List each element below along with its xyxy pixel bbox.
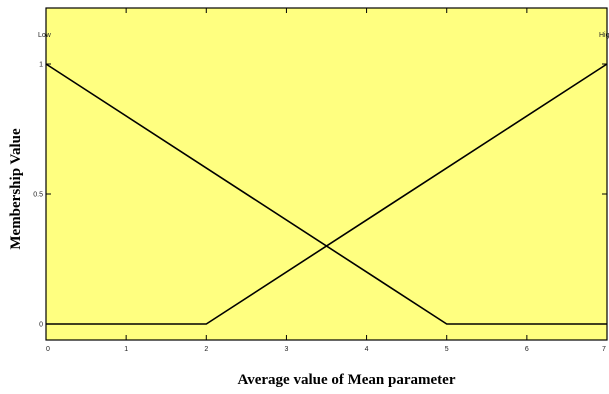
plot-area	[46, 8, 607, 340]
x-tick-label: 7	[602, 346, 606, 353]
x-tick-label: 2	[204, 346, 208, 353]
series-line-high	[46, 63, 608, 325]
y-tick-label: 0.5	[33, 192, 43, 199]
x-tick-label: 5	[445, 346, 449, 353]
x-tick-label: 1	[124, 346, 128, 353]
series-label-high: High	[599, 32, 609, 39]
y-axis-title: Membership Value	[8, 128, 24, 250]
y-tick-label: 0	[39, 322, 43, 329]
x-axis-title: Average value of Mean parameter	[238, 372, 456, 388]
plot-frame	[45, 7, 608, 341]
series-label-low: Low	[38, 32, 52, 39]
x-tick-label: 6	[525, 346, 529, 353]
x-tick-label: 0	[46, 346, 50, 353]
x-tick-label: 4	[365, 346, 369, 353]
y-tick-label: 1	[39, 62, 43, 69]
x-tick-label: 3	[284, 346, 288, 353]
series-line-low	[45, 63, 607, 325]
